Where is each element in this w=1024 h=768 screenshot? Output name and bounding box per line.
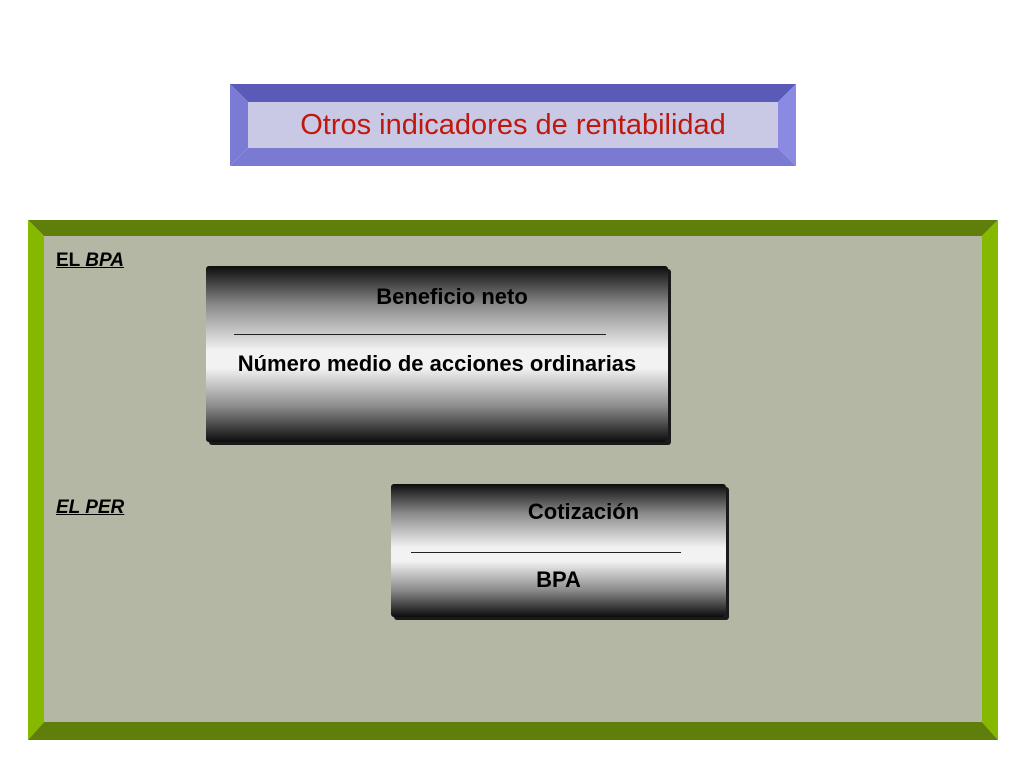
bpa-fraction-line (234, 334, 606, 335)
bpa-denominator: Número medio de acciones ordinarias (237, 351, 637, 376)
bpa-formula-box: Beneficio neto Número medio de acciones … (206, 266, 668, 442)
title-bevel-frame (230, 84, 796, 166)
per-label: EL PER (56, 497, 125, 518)
page-title: Otros indicadores de rentabilidad (300, 108, 726, 141)
title-banner: Otros indicadores de rentabilidad (230, 84, 796, 166)
bpa-label: EL BPA (56, 250, 124, 272)
per-formula-box: Cotización BPA (391, 484, 726, 617)
bpa-label-prefix: EL (56, 250, 86, 271)
per-fraction-line (411, 552, 681, 553)
bpa-label-abbr: BPA (85, 250, 124, 271)
per-numerator: Cotización (527, 499, 640, 524)
per-denominator: BPA (536, 567, 581, 592)
bpa-numerator: Beneficio neto (376, 284, 528, 309)
